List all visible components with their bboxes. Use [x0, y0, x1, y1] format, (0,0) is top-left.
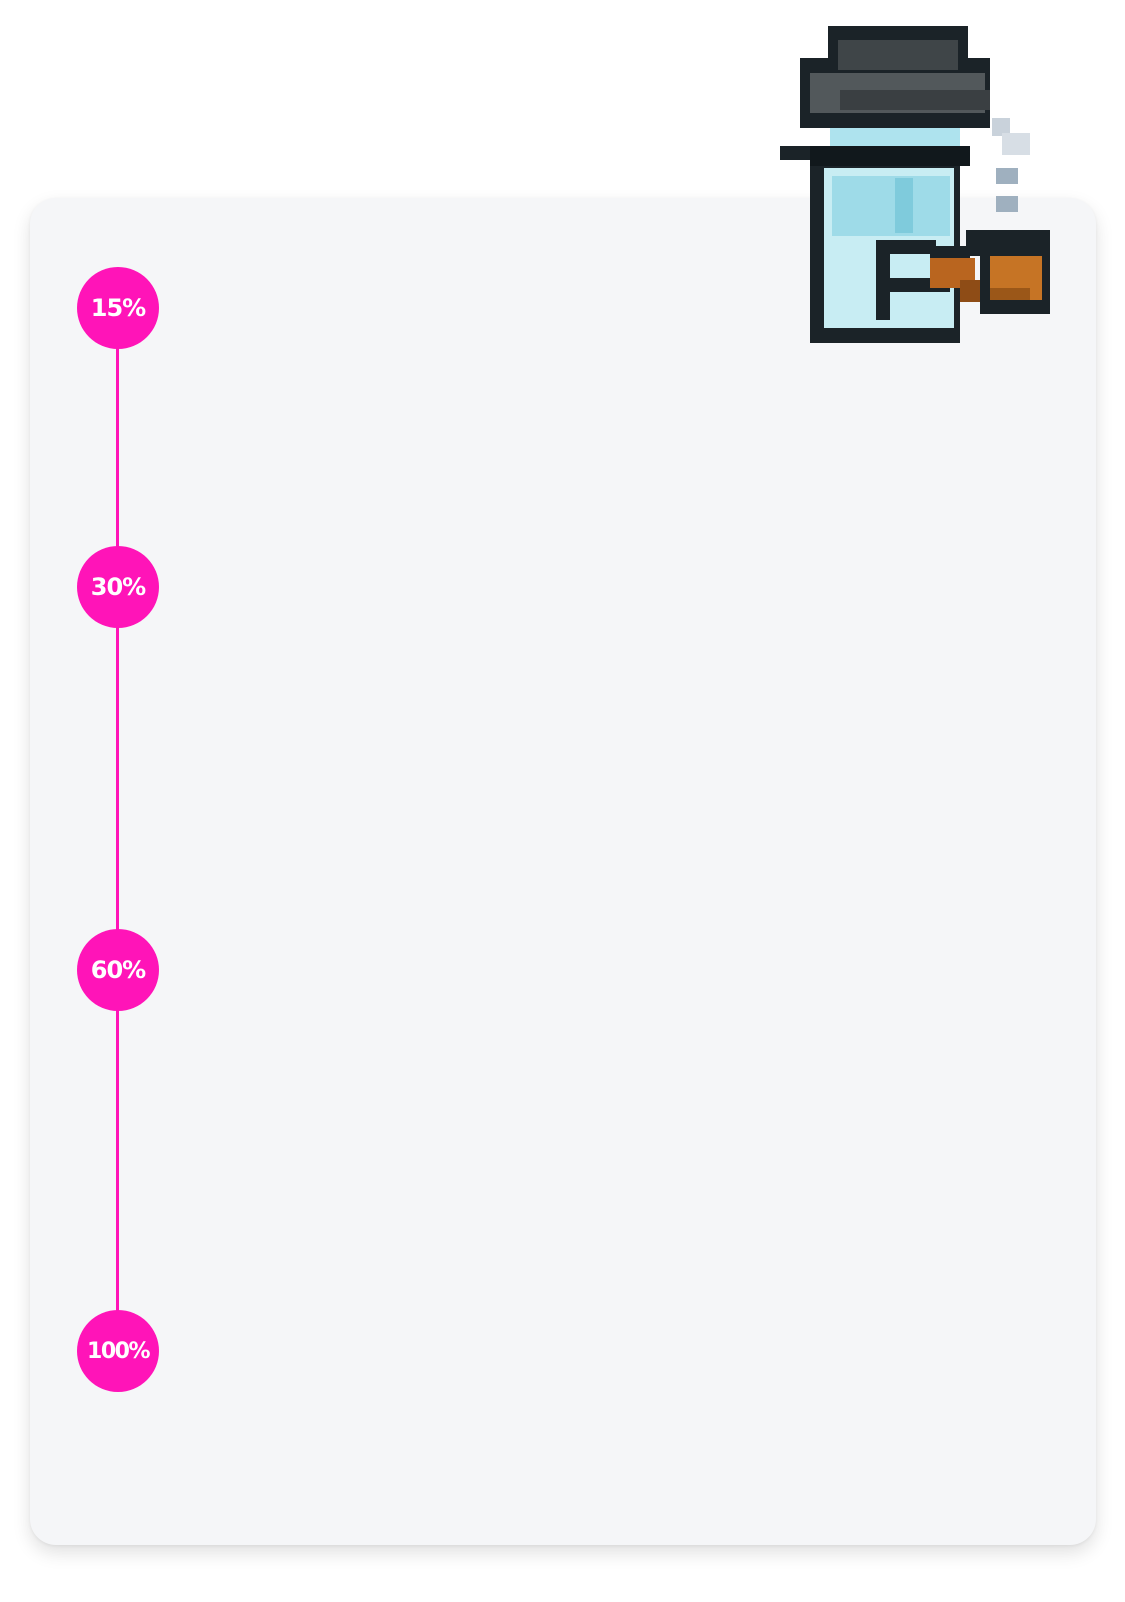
- roadmap-card: [30, 198, 1096, 1545]
- milestone-100: 100%: [77, 1310, 159, 1392]
- milestone-label: 60%: [90, 956, 146, 984]
- pixel-character-with-bowler-hat-and-pipe-icon: [780, 26, 1050, 343]
- milestone-label: 30%: [90, 573, 146, 601]
- timeline-line: [116, 308, 119, 1352]
- milestone-60: 60%: [77, 929, 159, 1011]
- milestone-label: 15%: [90, 294, 146, 322]
- milestone-label: 100%: [87, 1338, 150, 1364]
- milestone-30: 30%: [77, 546, 159, 628]
- milestone-15: 15%: [77, 267, 159, 349]
